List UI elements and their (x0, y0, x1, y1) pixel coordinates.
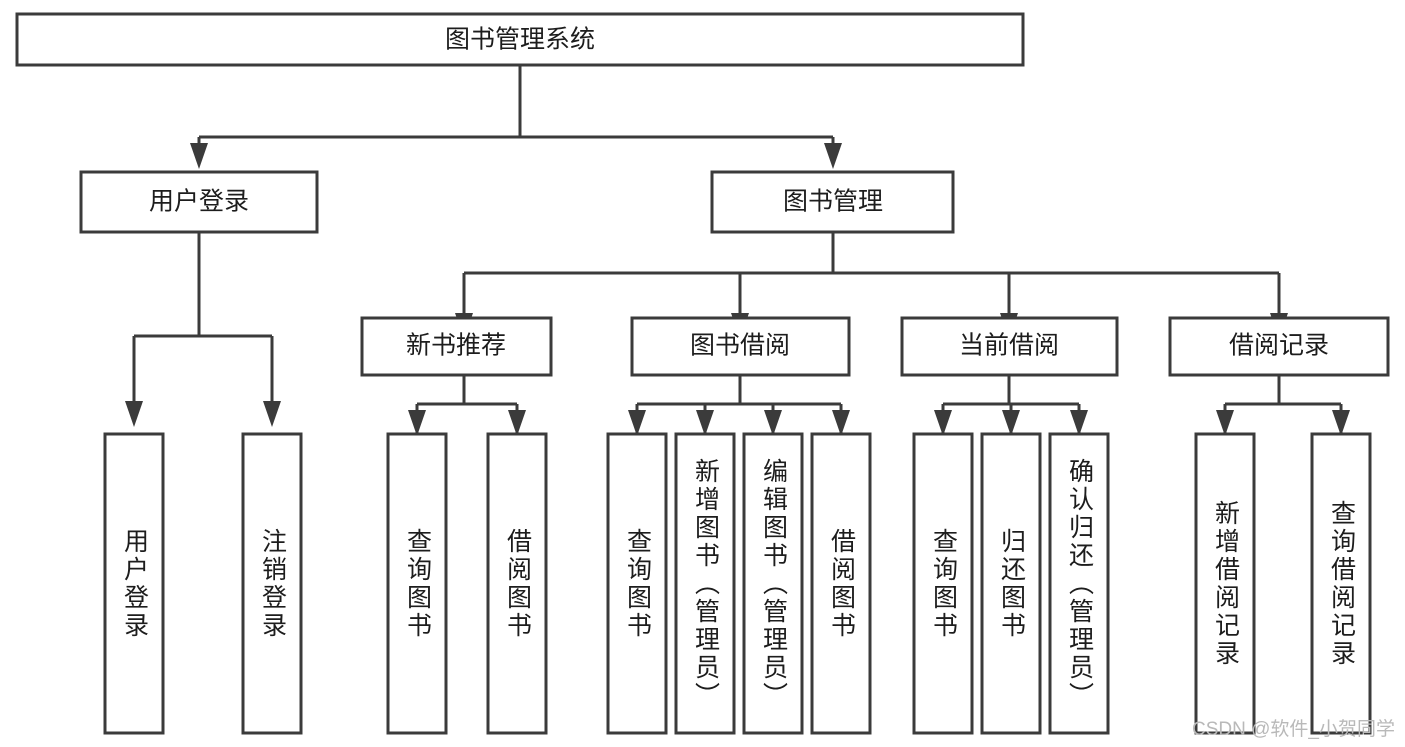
node-leaf-return-book[interactable] (980, 432, 1042, 735)
node-leaf-confirm-return-admin[interactable] (1048, 432, 1110, 735)
node-leaf-user-login[interactable] (103, 432, 165, 735)
connector-currentborrow-to-leaves (934, 375, 1088, 436)
node-leaf-borrow-book-recommend[interactable] (486, 432, 548, 735)
node-leaf-add-book-admin[interactable] (674, 432, 736, 735)
node-book-management[interactable]: 图书管理 (710, 170, 955, 234)
node-root-book-management-system[interactable]: 图书管理系统 (15, 12, 1025, 67)
connector-borrowrecord-to-leaves (1216, 375, 1350, 436)
connector-bookmgmt-to-level3 (455, 232, 1288, 339)
connector-userlogin-to-leaves (125, 232, 281, 427)
node-leaf-query-book-recommend[interactable] (386, 432, 448, 735)
node-leaf-edit-book-admin[interactable] (742, 432, 804, 735)
node-user-login-label: 用户登录 (149, 188, 249, 216)
node-borrow-record[interactable]: 借阅记录 (1168, 316, 1390, 377)
node-root-label: 图书管理系统 (445, 26, 595, 54)
node-current-borrow[interactable]: 当前借阅 (900, 316, 1119, 377)
node-leaf-query-borrow-record[interactable] (1310, 432, 1372, 735)
node-leaf-borrow-book[interactable] (810, 432, 872, 735)
node-borrow-record-label: 借阅记录 (1229, 332, 1329, 360)
node-new-book-recommend[interactable]: 新书推荐 (360, 316, 553, 377)
node-user-login[interactable]: 用户登录 (79, 170, 319, 234)
node-book-borrow[interactable]: 图书借阅 (630, 316, 851, 377)
csdn-watermark: CSDN @软件_小贺同学 (1192, 719, 1395, 740)
node-leaf-add-borrow-record[interactable] (1194, 432, 1256, 735)
connector-newbook-to-leaves (408, 375, 526, 436)
node-leaf-logout[interactable] (241, 432, 303, 735)
node-book-management-label: 图书管理 (783, 188, 883, 216)
connector-root-to-level2 (190, 65, 842, 169)
connector-bookborrow-to-leaves (628, 375, 850, 436)
node-new-book-recommend-label: 新书推荐 (406, 332, 506, 360)
node-leaf-query-book-current[interactable] (912, 432, 974, 735)
node-book-borrow-label: 图书借阅 (690, 332, 790, 360)
node-current-borrow-label: 当前借阅 (959, 332, 1059, 360)
node-leaf-query-book-borrow[interactable] (606, 432, 668, 735)
